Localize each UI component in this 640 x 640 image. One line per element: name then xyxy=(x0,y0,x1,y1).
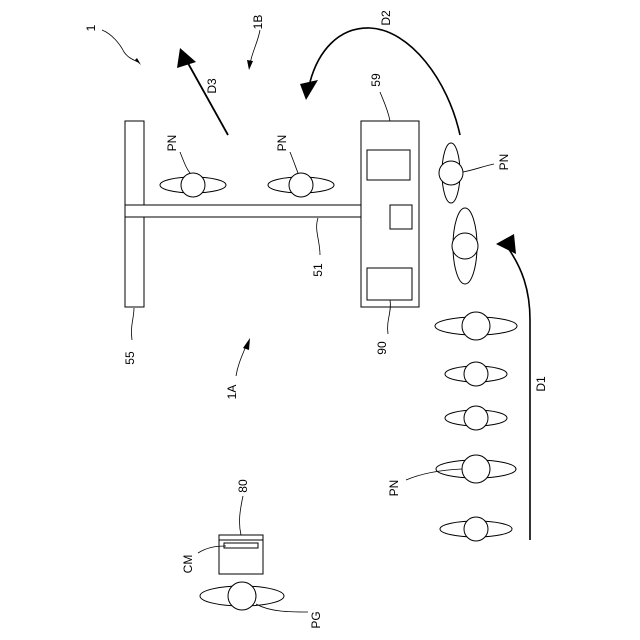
person-head xyxy=(462,455,490,483)
card-cm xyxy=(224,543,258,548)
direction-d3-arrow xyxy=(184,56,228,135)
figure-number-leader-arrow-icon xyxy=(135,58,141,65)
area-1a-leader-arrow-icon xyxy=(243,338,250,350)
person-leader xyxy=(290,152,298,173)
person-head xyxy=(462,312,490,340)
card-cm-label: CM xyxy=(181,555,195,574)
person-head xyxy=(452,233,478,259)
person-head xyxy=(464,362,488,386)
desk-device-80-leader xyxy=(240,496,243,535)
desk-device-80 xyxy=(219,535,263,574)
terminal-59-slot xyxy=(390,205,412,229)
terminal-59-display xyxy=(367,150,410,180)
person-label: PN xyxy=(497,154,511,171)
person-head xyxy=(464,406,488,430)
direction-d1-arrowhead-icon xyxy=(496,234,516,254)
area-1b-leader-arrow-icon xyxy=(247,60,253,70)
direction-d1-arrow xyxy=(508,248,530,540)
area-1a-leader xyxy=(236,346,246,376)
person-head xyxy=(289,173,313,197)
person-queue-label: PN xyxy=(387,480,401,497)
area-1b-leader xyxy=(250,30,260,64)
barrier-51 xyxy=(125,205,378,217)
direction-d2-arrowhead-icon xyxy=(300,80,318,100)
guard-pg-leader xyxy=(256,604,308,612)
area-1b-label: 1B xyxy=(251,15,265,30)
desk-device-80-top xyxy=(219,535,263,540)
person-leader xyxy=(463,164,494,172)
terminal-59-label: 59 xyxy=(369,73,383,87)
figure-number-label: 1 xyxy=(84,24,98,31)
direction-d3-label: D3 xyxy=(205,78,219,94)
person-leader xyxy=(180,152,190,173)
board-55-label: 55 xyxy=(123,351,137,365)
reader-device-90 xyxy=(367,268,412,300)
barrier-51-leader xyxy=(317,218,320,255)
barrier-51-label: 51 xyxy=(311,263,325,277)
terminal-59-leader xyxy=(380,92,390,121)
person-head xyxy=(181,173,205,197)
reader-device-90-label: 90 xyxy=(375,341,389,355)
area-1a-label: 1A xyxy=(225,385,239,400)
direction-d2-arrow xyxy=(310,28,460,135)
board-55-leader xyxy=(131,308,134,340)
person-head xyxy=(464,517,488,541)
guard-pg-label: PG xyxy=(309,611,323,628)
person-label: PN xyxy=(165,135,179,152)
person-head xyxy=(439,161,463,185)
desk-device-80-label: 80 xyxy=(236,479,250,493)
guard-head xyxy=(228,582,256,610)
figure-number-leader xyxy=(102,30,138,62)
direction-d1-label: D1 xyxy=(534,376,548,392)
direction-d3-arrowhead-icon xyxy=(177,48,196,68)
person-label: PN xyxy=(275,135,289,152)
direction-d2-label: D2 xyxy=(379,10,393,26)
